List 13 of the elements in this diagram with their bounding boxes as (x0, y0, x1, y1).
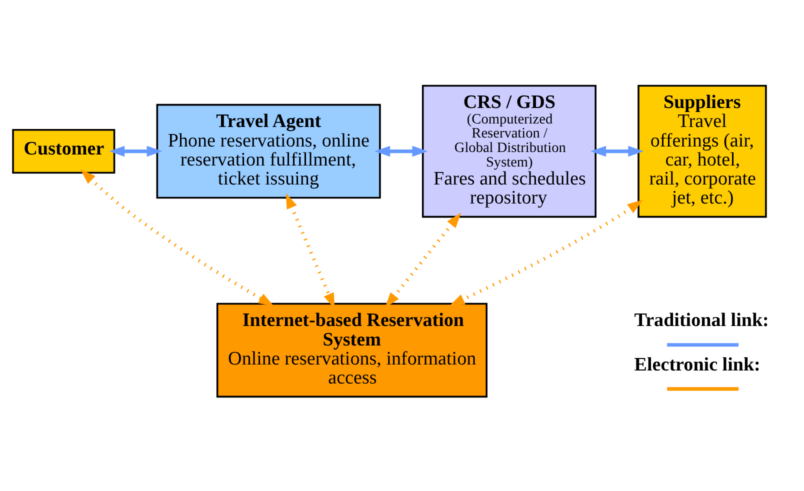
node-box: Internet-based Reservation System Online reservations, information access (216, 302, 488, 398)
arrow (449, 199, 643, 306)
node-box: Suppliers Travel offerings (air, car, hotel, rail, corporate jet, etc.) (638, 84, 767, 218)
legend-label: Electronic link: (634, 354, 760, 375)
node-box: CRS / GDS (Computerized Reservation / Global Distribution System) Fares and schedules repository (422, 84, 596, 218)
arrow (385, 212, 462, 308)
node-box: Travel Agent Phone reservations, online reservation fulfillment, ticket issuing (156, 103, 381, 198)
legend-label: Traditional link: (634, 310, 769, 331)
node-box: Customer (12, 128, 116, 174)
arrow (590, 145, 644, 156)
arrow (80, 168, 274, 306)
arrow (109, 145, 162, 156)
arrow (374, 145, 428, 156)
